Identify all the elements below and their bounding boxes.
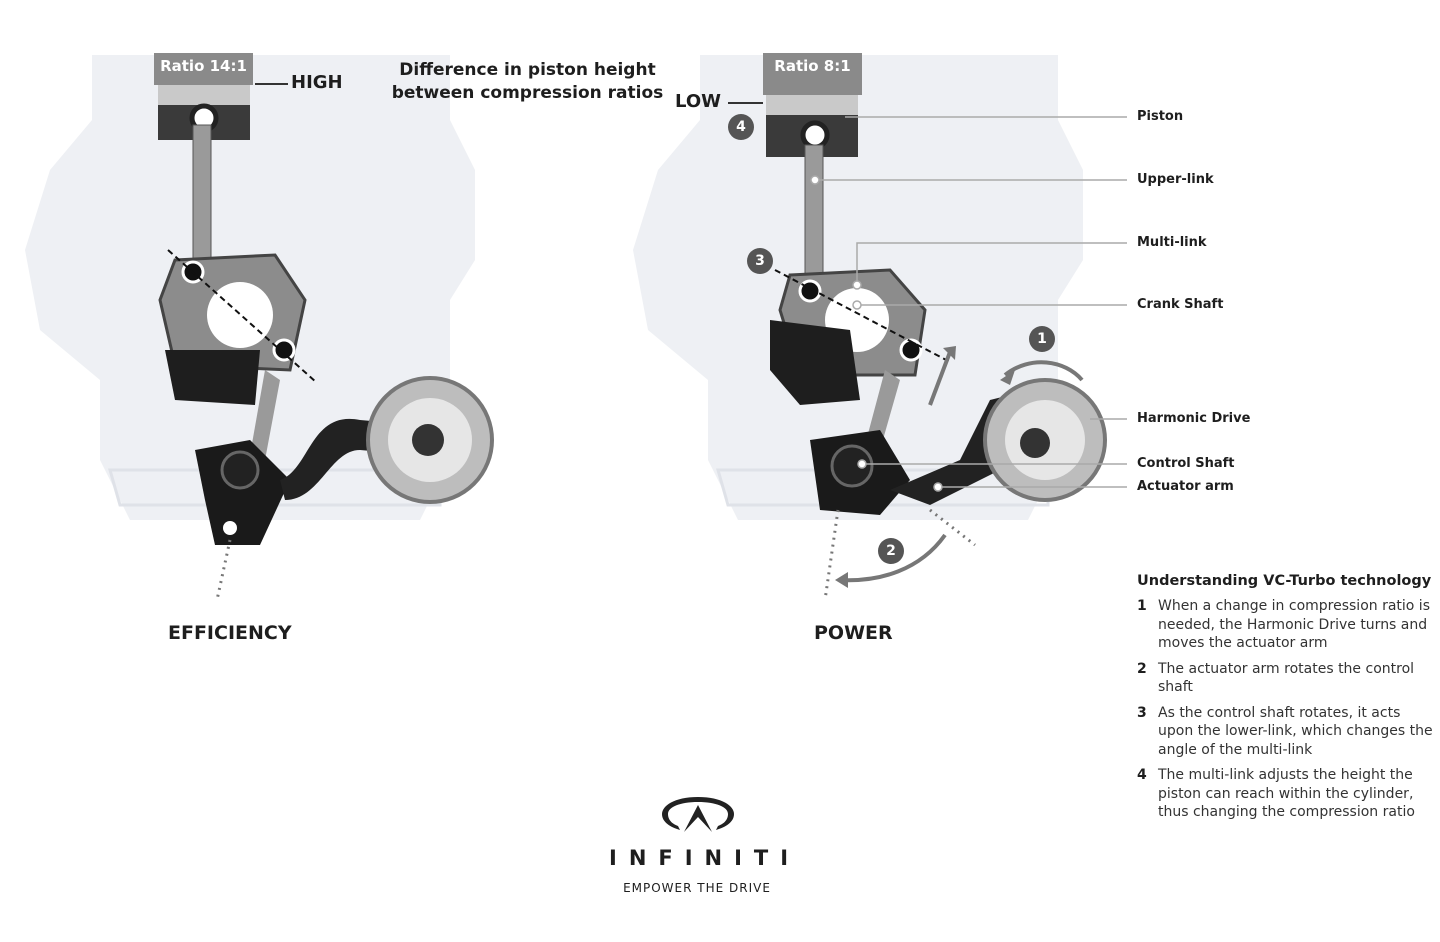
label-upper-link: Upper-link	[1137, 172, 1214, 187]
mechanism-left	[158, 83, 494, 601]
height-level-left: HIGH	[291, 72, 343, 93]
step-number: 1	[1137, 598, 1147, 614]
label-harmonic-drive: Harmonic Drive	[1137, 411, 1251, 426]
step-badge-2: 2	[878, 538, 904, 564]
step-badge-1: 1	[1029, 326, 1055, 352]
callout-lines	[810, 116, 1127, 492]
brand-tagline: EMPOWER THE DRIVE	[623, 881, 771, 895]
height-level-right: LOW	[675, 91, 721, 112]
step-number: 3	[1137, 704, 1147, 721]
mode-power: POWER	[814, 622, 893, 644]
title-line-1: Difference in piston height	[399, 60, 656, 80]
step-number: 2	[1137, 660, 1147, 677]
legend-heading: Understanding VC-Turbo technology	[1137, 573, 1432, 589]
legend: Understanding VC-Turbo technology 1 When …	[1137, 573, 1437, 829]
mechanism-right	[728, 95, 1127, 601]
infiniti-logo-icon	[662, 797, 734, 832]
label-control-shaft: Control Shaft	[1137, 456, 1235, 471]
legend-step: 3 As the control shaft rotates, it acts u…	[1137, 704, 1437, 760]
step-number: 4	[1137, 767, 1147, 783]
title-line-2: between compression ratios	[391, 83, 664, 103]
step-text: When a change in compression ratio is ne…	[1158, 598, 1430, 651]
step-badge-4: 4	[728, 114, 754, 140]
step-text: The actuator arm rotates the control sha…	[1158, 660, 1415, 696]
brand-name: INFINITI	[609, 846, 801, 870]
ratio-label-left: Ratio 14:1	[154, 53, 253, 85]
label-multi-link: Multi-link	[1137, 235, 1207, 250]
diagram-title: Difference in piston height between comp…	[380, 59, 675, 105]
label-crank-shaft: Crank Shaft	[1137, 297, 1224, 312]
legend-step: 2 The actuator arm rotates the control sh…	[1137, 660, 1437, 697]
mode-efficiency: EFFICIENCY	[168, 622, 292, 644]
label-piston: Piston	[1137, 109, 1184, 124]
step-text: The multi-link adjusts the height the pi…	[1158, 767, 1415, 820]
legend-step: 1 When a change in compression ratio is n…	[1137, 597, 1437, 653]
step-badge-3: 3	[747, 248, 773, 274]
ratio-label-right: Ratio 8:1	[763, 53, 862, 95]
legend-step: 4 The multi-link adjusts the height the p…	[1137, 766, 1437, 822]
step-text: As the control shaft rotates, it acts up…	[1158, 704, 1433, 758]
label-actuator-arm: Actuator arm	[1137, 479, 1234, 494]
